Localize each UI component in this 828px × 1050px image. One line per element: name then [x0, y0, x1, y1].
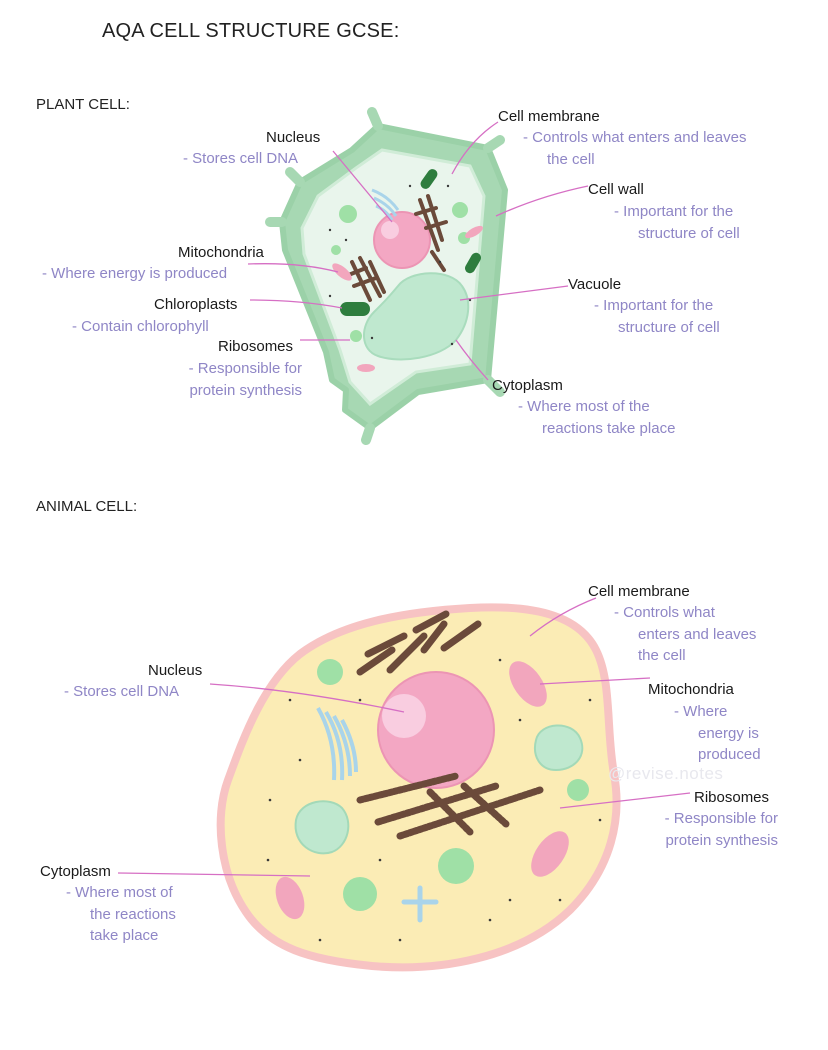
watermark-text: @revise.notes [608, 764, 724, 783]
animal-mitochondria-desc: - Where energy is produced [674, 703, 761, 763]
page-title: AQA CELL STRUCTURE GCSE: [102, 20, 400, 42]
plant-cell-illustration [265, 107, 508, 445]
animal-er-bottom [356, 772, 544, 840]
animal-ribosomes-label: Ribosomes [694, 789, 770, 806]
animal-nucleus-label: Nucleus [148, 662, 203, 679]
animal-cell-illustration [216, 603, 621, 972]
plant-mitochondria [332, 225, 483, 372]
animal-mitochondria [275, 661, 569, 920]
plant-cytoplasm-desc: - Where most of the reactions take place [518, 398, 676, 437]
animal-ribosomes-desc: - Responsible for protein synthesis [664, 810, 778, 849]
plant-leader-lines [247, 121, 589, 381]
animal-leader-lines [117, 597, 691, 877]
plant-vacuole [363, 272, 470, 361]
animal-cell-heading: ANIMAL CELL: [36, 498, 138, 515]
plant-nucleus [373, 211, 431, 269]
plant-mitochondria-label: Mitochondria [178, 244, 264, 261]
animal-cytoplasm-desc: - Where most of the reactions take place [66, 884, 176, 944]
animal-golgi [316, 707, 358, 781]
plant-membrane-label: Cell membrane [498, 108, 600, 125]
animal-nucleus-desc: - Stores cell DNA [64, 683, 180, 700]
plant-chloroplasts [340, 169, 481, 316]
plant-wall-label: Cell wall [588, 181, 644, 198]
plant-wall-desc: - Important for the structure of cell [614, 203, 740, 242]
animal-cytoplasm-label: Cytoplasm [40, 863, 111, 880]
animal-er-top [356, 610, 482, 676]
animal-membrane-desc: - Controls what enters and leaves the ce… [614, 604, 757, 664]
plant-chloroplasts-label: Chloroplasts [154, 296, 238, 313]
plant-nucleus-desc: - Stores cell DNA [183, 150, 299, 167]
plant-ribosomes-desc: - Responsible for protein synthesis [188, 360, 302, 399]
plant-cell-heading: PLANT CELL: [36, 96, 130, 113]
animal-membrane-label: Cell membrane [588, 583, 690, 600]
plant-membrane-desc: - Controls what enters and leaves the ce… [523, 129, 747, 168]
plant-nucleus-label: Nucleus [266, 129, 321, 146]
plant-vacuole-desc: - Important for the structure of cell [594, 297, 720, 336]
plant-chloroplasts-desc: - Contain chlorophyll [72, 318, 209, 335]
plant-vacuole-label: Vacuole [568, 276, 622, 293]
plant-golgi [371, 188, 400, 221]
animal-centriole [401, 885, 439, 923]
animal-mitochondria-label: Mitochondria [648, 681, 734, 698]
plant-ribosomes-label: Ribosomes [218, 338, 294, 355]
plant-mitochondria-desc: - Where energy is produced [42, 265, 228, 282]
plant-cytoplasm-label: Cytoplasm [492, 377, 563, 394]
